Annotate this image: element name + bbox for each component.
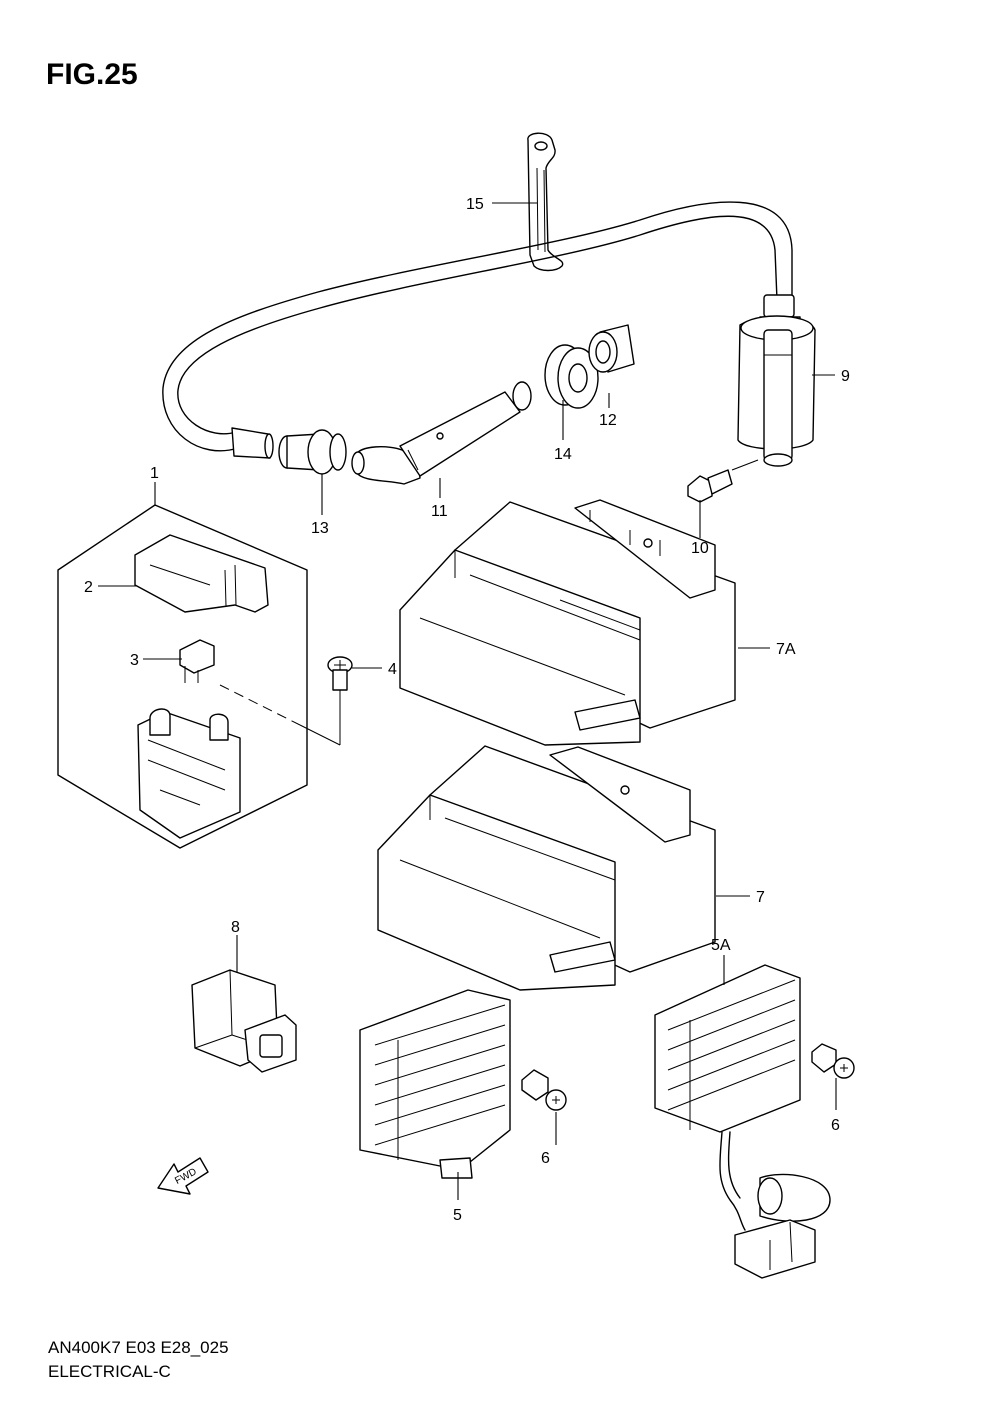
callout-7A: 7A [776, 641, 796, 658]
part-12-cap [588, 324, 635, 373]
callout-3: 3 [130, 652, 139, 669]
part-14-seal [544, 344, 599, 409]
callout-5A: 5A [711, 937, 731, 954]
callout-labels: 15 9 12 14 11 13 10 1 2 3 4 7A 7 8 5A 6 … [84, 196, 850, 1224]
leader-lines [98, 202, 837, 1200]
fwd-arrow-icon: FWD [157, 1157, 209, 1195]
part-15-clamp [527, 132, 564, 272]
callout-5: 5 [453, 1207, 462, 1224]
callout-6-left: 6 [541, 1150, 550, 1167]
callout-6-right: 6 [831, 1117, 840, 1134]
part-5-regulator-rectifier [359, 989, 511, 1179]
part-1-starter-relay-assembly [57, 504, 341, 849]
part-11-plug-cap [351, 381, 532, 485]
part-6-bolt-right [811, 1043, 855, 1079]
callout-8: 8 [231, 919, 240, 936]
callout-2: 2 [84, 579, 93, 596]
callout-11: 11 [431, 503, 448, 520]
hose-end-cap [231, 427, 274, 459]
part-9-ignition-coil [162, 201, 816, 467]
callout-10: 10 [691, 540, 709, 557]
callout-4: 4 [388, 661, 397, 678]
figure-code: AN400K7 E03 E28_025 [48, 1338, 229, 1357]
callout-15: 15 [466, 196, 484, 213]
part-8-connector [191, 969, 297, 1073]
callout-9: 9 [841, 368, 850, 385]
callout-13: 13 [311, 520, 329, 537]
part-6-bolt-left [521, 1069, 567, 1111]
figure-title: FIG.25 [46, 58, 138, 91]
callout-14: 14 [554, 446, 572, 463]
part-7-ecm [377, 745, 716, 991]
part-13-grommet [278, 429, 347, 475]
part-5A-regulator-rectifier [654, 964, 831, 1279]
figure-name: ELECTRICAL-C [48, 1362, 171, 1381]
callout-1: 1 [150, 465, 159, 482]
part-4-screw [327, 656, 353, 745]
part-10-bolt [687, 459, 759, 503]
callout-7: 7 [756, 889, 765, 906]
callout-12: 12 [599, 412, 617, 429]
part-7A-ecm [399, 499, 736, 746]
